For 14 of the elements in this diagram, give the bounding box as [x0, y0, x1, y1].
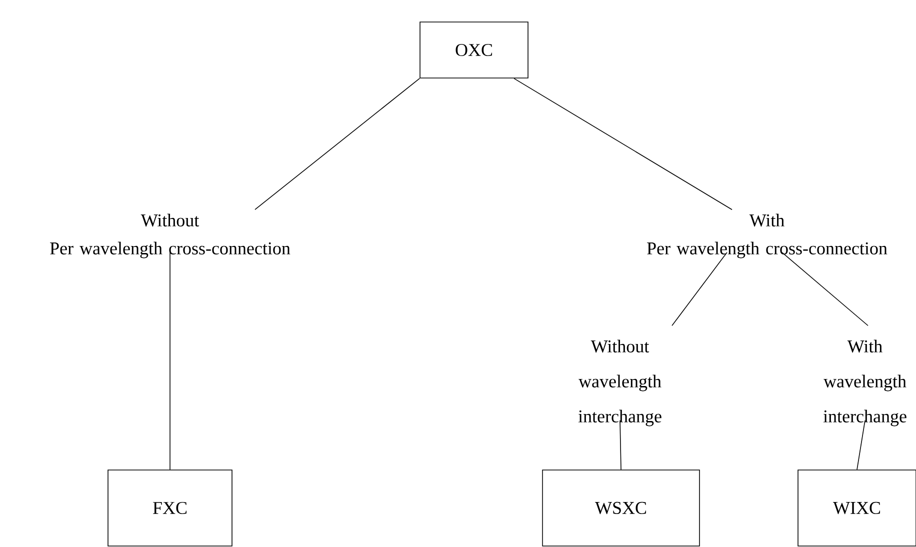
connector-line — [514, 78, 732, 210]
connector-line — [782, 252, 868, 326]
process-box: OXC — [420, 22, 528, 78]
process-box: WSXC — [542, 470, 700, 546]
connector-line — [254, 78, 420, 210]
connector-line — [620, 420, 622, 470]
category-label: Without wavelength interchange — [578, 340, 662, 426]
connector-line — [672, 252, 728, 326]
category-label: With Per wavelength cross-connection — [647, 214, 888, 258]
category-label: With wavelength interchange — [823, 340, 906, 426]
connector-line — [856, 420, 866, 470]
process-box: WIXC — [798, 470, 916, 546]
category-label: Without Per wavelength cross-connection — [50, 214, 290, 258]
process-box: FXC — [108, 470, 232, 546]
